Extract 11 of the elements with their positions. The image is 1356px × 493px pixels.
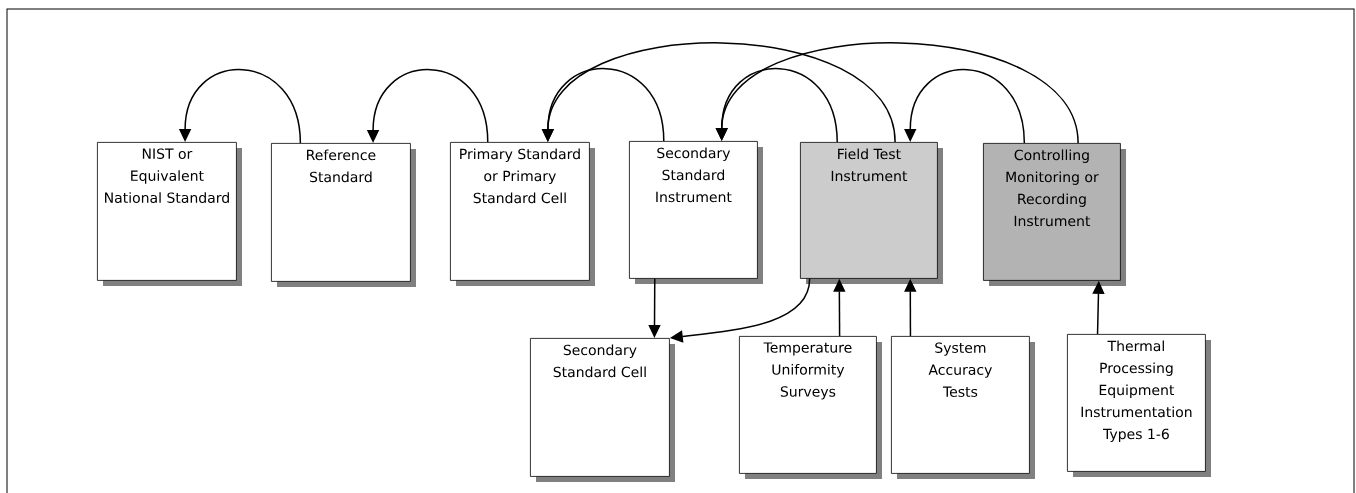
box: Field Test Instrument [800, 142, 943, 284]
box: NIST or Equivalent National Standard [97, 142, 242, 286]
box: Reference Standard [271, 143, 416, 287]
box: Controlling Monitoring or Recording Instrument [983, 143, 1126, 286]
box: Primary Standard or Primary Standard Cell [450, 142, 595, 286]
box: Thermal Processing Equipment Instrumentation Types 1-6 [1067, 334, 1211, 477]
box: Secondary Standard Cell [530, 338, 675, 482]
box: Secondary Standard Instrument [629, 141, 763, 284]
box: Temperature Uniformity Surveys [739, 336, 882, 479]
arrow [904, 68, 1026, 144]
box: System Accuracy Tests [891, 336, 1035, 479]
